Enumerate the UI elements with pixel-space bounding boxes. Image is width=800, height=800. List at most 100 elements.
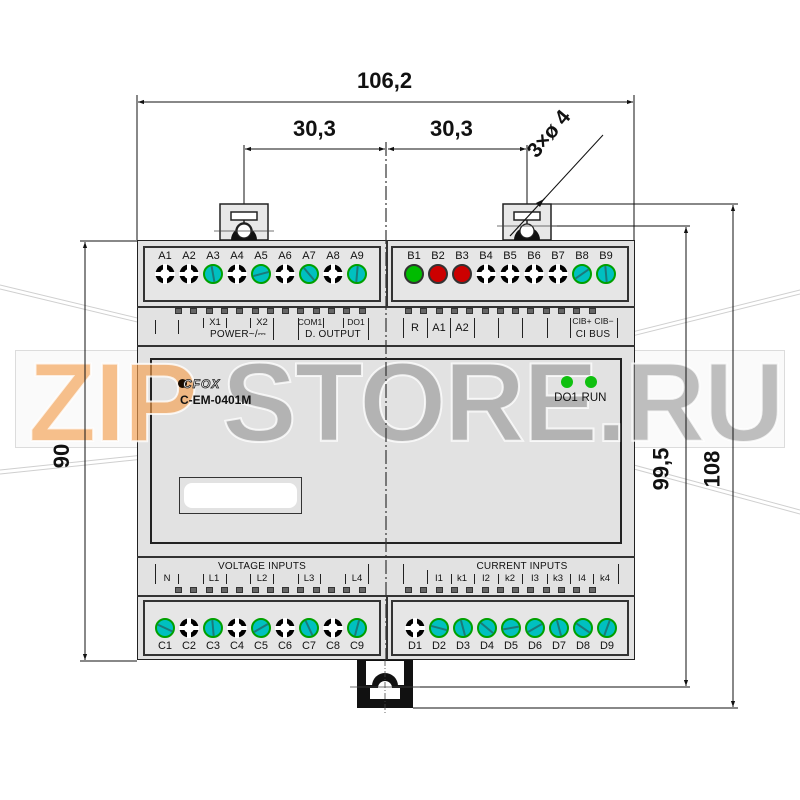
screw-terminal-icon <box>549 618 569 638</box>
divider <box>155 320 156 334</box>
contact-pin <box>282 587 290 593</box>
empty-terminal-icon <box>179 264 199 284</box>
contact-pin <box>435 587 443 593</box>
terminal-label: B8 <box>575 250 589 262</box>
terminal-label: A1 <box>158 250 172 262</box>
contact-pin <box>512 308 520 314</box>
divider <box>226 318 227 328</box>
screw-row-top-right <box>404 264 616 284</box>
dim-overall-width: 106,2 <box>357 68 413 93</box>
contact-pin <box>573 587 581 593</box>
terminal-led-icon <box>452 264 472 284</box>
divider <box>343 318 344 328</box>
divider <box>498 574 499 584</box>
strip-label-k3: k3 <box>552 573 564 584</box>
contact-pin <box>512 587 520 593</box>
divider <box>273 318 274 340</box>
empty-terminal-icon <box>323 618 343 638</box>
terminal-led-icon <box>404 264 424 284</box>
divider <box>345 574 346 584</box>
dim-left-offset: 30,3 <box>293 116 336 141</box>
strip-label-i4: I4 <box>578 573 586 584</box>
terminal-label: C1 <box>157 640 173 652</box>
strip-label-i2: I2 <box>482 573 490 584</box>
contact-pin <box>435 308 443 314</box>
display-glass <box>184 483 297 508</box>
divider <box>203 318 204 328</box>
strip-label-l2: L2 <box>256 573 268 584</box>
empty-terminal-icon <box>476 264 496 284</box>
mounting-clip-top-left <box>214 203 274 241</box>
contact-pin <box>542 587 550 593</box>
divider <box>368 318 369 340</box>
led-label-do1: DO1 <box>554 392 578 404</box>
screw-terminal-icon <box>501 618 521 638</box>
screw-row-bottom-right <box>405 618 617 638</box>
strip-label-l3: L3 <box>303 573 315 584</box>
contact-pin <box>266 308 274 314</box>
terminal-label: D3 <box>455 640 471 652</box>
divider <box>203 574 204 584</box>
screw-terminal-icon <box>572 264 592 284</box>
brand-logo-dot <box>178 379 187 388</box>
screw-terminal-icon <box>251 264 271 284</box>
contact-pin <box>175 308 182 314</box>
divider <box>570 574 571 584</box>
strip-label-cib-plus: CIB+ <box>572 316 592 326</box>
contact-pin <box>481 308 489 314</box>
strip-label-k2: k2 <box>504 573 516 584</box>
terminal-label: A4 <box>230 250 244 262</box>
empty-terminal-icon <box>275 264 295 284</box>
divider <box>474 318 475 338</box>
strip-label-k4: k4 <box>599 573 611 584</box>
terminal-label: C2 <box>181 640 197 652</box>
terminal-label: B5 <box>503 250 517 262</box>
strip-label-a2: A2 <box>455 322 469 334</box>
screw-terminal-icon <box>203 264 223 284</box>
terminal-label: A6 <box>278 250 292 262</box>
strip-label-k1: k1 <box>456 573 468 584</box>
terminal-label: D5 <box>503 640 519 652</box>
divider <box>593 574 594 584</box>
contact-pin <box>205 308 213 314</box>
watermark-zip: ZIP <box>27 340 199 465</box>
divider <box>178 574 179 584</box>
terminal-label: A8 <box>326 250 340 262</box>
strip-label-x2: X2 <box>256 317 268 328</box>
screw-terminal-icon <box>299 264 319 284</box>
screw-terminal-icon <box>429 618 449 638</box>
strip-label-a1: A1 <box>432 322 446 334</box>
divider <box>273 574 274 584</box>
contact-pin <box>527 308 535 314</box>
contact-pin <box>175 587 182 593</box>
divider <box>403 318 404 338</box>
terminal-label: D2 <box>431 640 447 652</box>
group-label-voltage-inputs: VOLTAGE INPUTS <box>217 561 307 572</box>
contact-pin <box>466 308 474 314</box>
strip-label-x1: X1 <box>209 317 221 328</box>
divider <box>320 574 321 584</box>
screw-terminal-icon <box>203 618 223 638</box>
terminal-label: B2 <box>431 250 445 262</box>
brand-logo: CFOX <box>183 377 221 392</box>
terminal-label: A7 <box>302 250 316 262</box>
terminal-label: D6 <box>527 640 543 652</box>
dim-overall-height: 108 <box>699 450 725 488</box>
contact-pin <box>220 308 228 314</box>
contact-pin <box>542 308 550 314</box>
contact-pin <box>220 587 228 593</box>
contact-pin <box>588 308 596 314</box>
contact-pin <box>450 587 458 593</box>
empty-terminal-icon <box>227 618 247 638</box>
contact-pin <box>236 308 244 314</box>
strip-label-i3: I3 <box>531 573 539 584</box>
group-label-current-inputs: CURRENT INPUTS <box>476 561 568 572</box>
contact-pin <box>190 308 198 314</box>
divider <box>298 318 299 340</box>
contact-pin <box>297 587 305 593</box>
screw-terminal-icon <box>299 618 319 638</box>
strip-label-i1: I1 <box>435 573 443 584</box>
divider <box>547 574 548 584</box>
screw-terminal-icon <box>155 618 175 638</box>
divider <box>178 320 179 334</box>
